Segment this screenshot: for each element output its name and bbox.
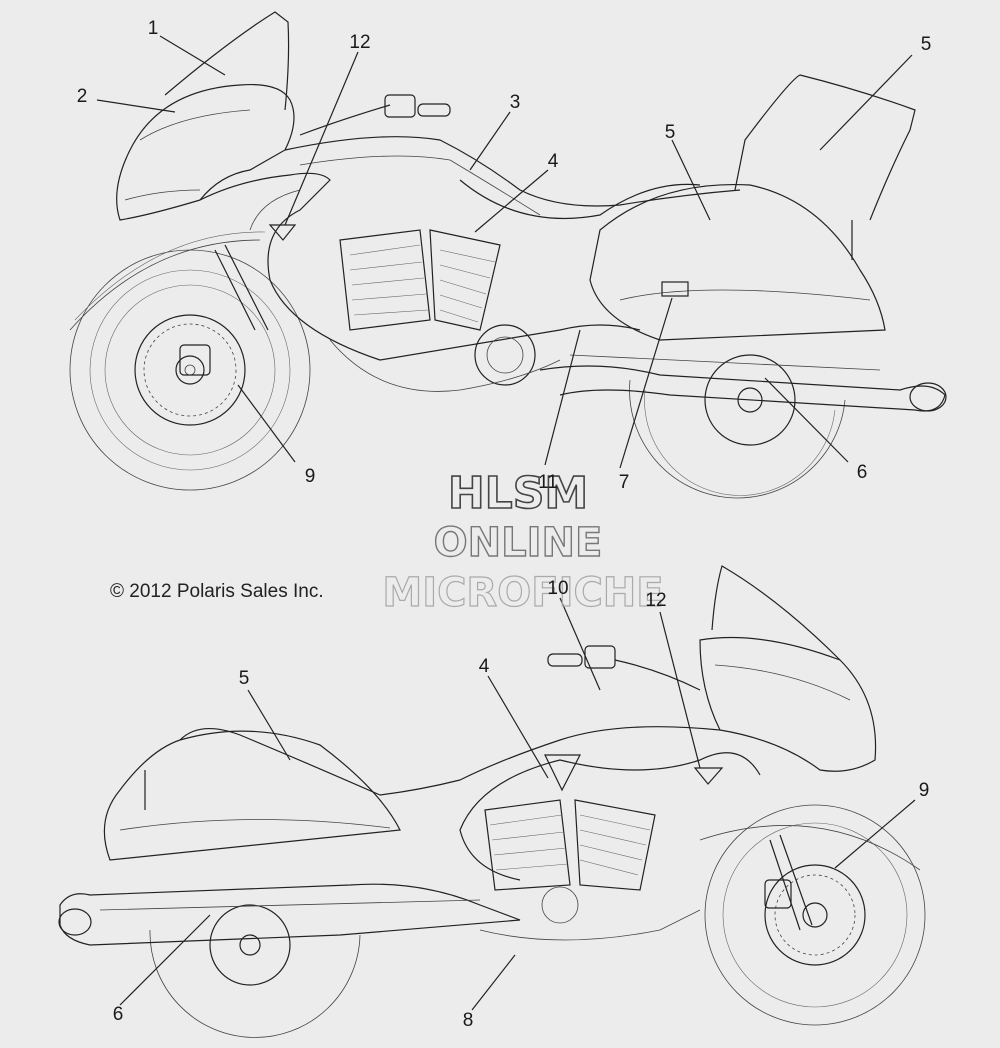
callouts-bottom: 10 12 4 5 9 6 8 (113, 578, 930, 1031)
seat-bottom (179, 727, 381, 796)
leader-lines-bottom (119, 597, 916, 1011)
callout-number: 9 (919, 780, 930, 801)
watermark-line2: ONLINE (434, 520, 603, 566)
front-wheel-top (69, 231, 311, 491)
callout-number: 9 (305, 466, 316, 487)
callout-number: 8 (463, 1010, 474, 1031)
motorcycle-top-view (69, 11, 947, 499)
front-wheel-bottom (699, 804, 926, 1026)
fairing-bottom (699, 636, 877, 772)
handlebar-bottom (547, 645, 701, 691)
windshield-bottom (711, 565, 841, 661)
leader-lines-top (96, 35, 913, 469)
rear-wheel-bottom (149, 904, 361, 1038)
watermark-line1: HLSM (448, 468, 588, 519)
callout-number: 7 (619, 472, 630, 493)
exhaust-top (539, 365, 946, 412)
side-panel-top (199, 172, 641, 361)
handlebar-top (299, 94, 451, 136)
exhaust-bottom (59, 883, 521, 946)
windshield-top (164, 11, 290, 111)
callout-number: 5 (921, 34, 932, 55)
callout-number: 6 (857, 462, 868, 483)
tail-trunk-top (589, 183, 886, 341)
engine-bottom (484, 754, 656, 924)
side-panel-bottom (459, 752, 761, 881)
tail-trunk-bottom (103, 730, 401, 861)
callout-number: 3 (510, 92, 521, 113)
backrest-top (734, 74, 916, 221)
rear-wheel-top (629, 354, 846, 499)
watermark: HLSM ONLINE MICROFICHE (382, 467, 664, 616)
callout-number: 12 (349, 32, 370, 53)
copyright-text: © 2012 Polaris Sales Inc. (110, 581, 324, 602)
callout-number: 12 (645, 590, 666, 611)
callout-number: 11 (538, 472, 558, 493)
callout-number: 10 (547, 578, 568, 599)
watermark-line3: MICROFICHE (382, 570, 663, 616)
callout-number: 1 (148, 18, 159, 39)
seat-top (459, 179, 701, 220)
fairing-top (116, 83, 295, 221)
callout-number: 4 (548, 151, 559, 172)
callout-number: 2 (77, 86, 88, 107)
callout-number: 4 (479, 656, 490, 677)
callout-number: 5 (665, 122, 676, 143)
engine-top (329, 229, 561, 392)
callout-number: 6 (113, 1004, 124, 1025)
motorcycle-bottom-view (58, 565, 926, 1038)
callout-number: 5 (239, 668, 250, 689)
callouts-top: 1 2 12 3 4 5 5 9 11 7 6 (77, 18, 932, 493)
